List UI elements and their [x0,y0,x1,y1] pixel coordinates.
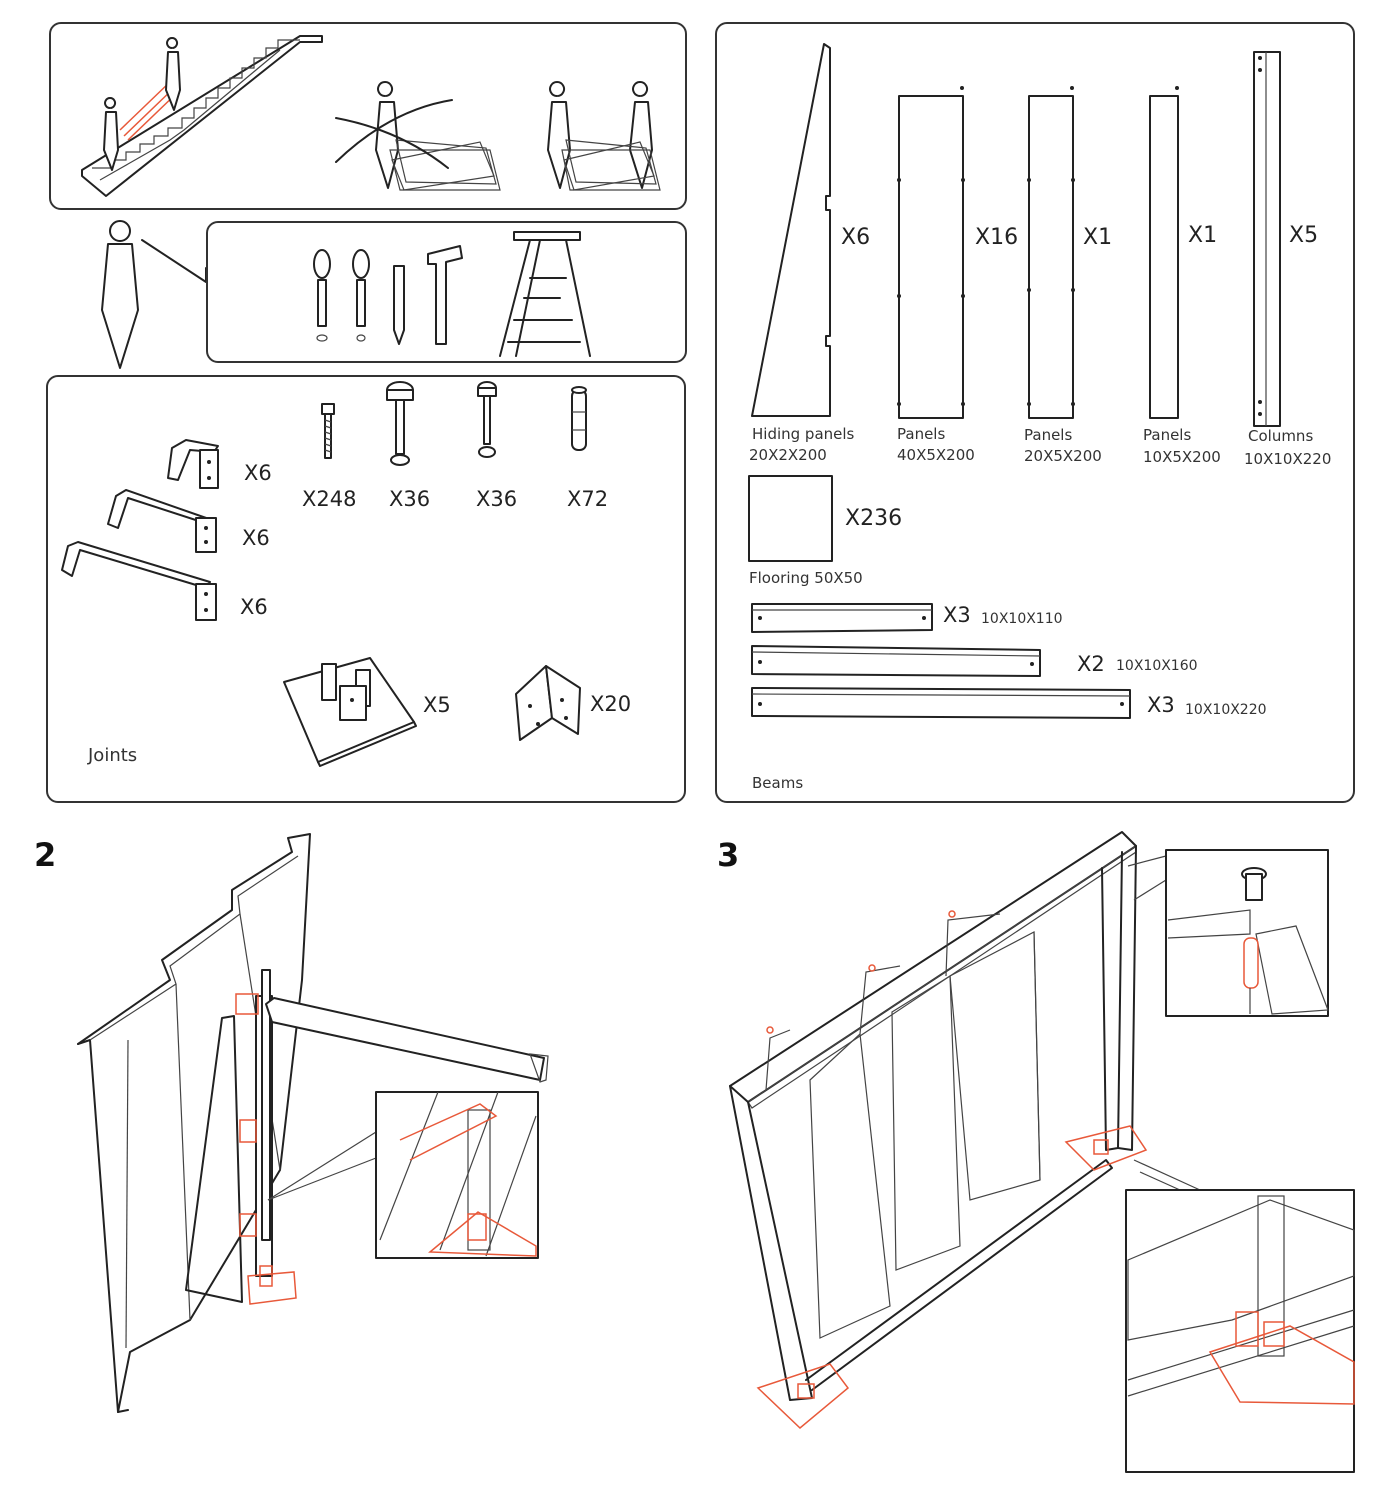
step-2-number: 2 [34,836,57,874]
wrong-carry-illustration [335,81,501,191]
right-carry-illustration [547,81,661,191]
hinge-qty: X72 [567,487,609,511]
joints-title: Joints [88,745,138,766]
beam-160-qty: X2 [1077,652,1105,676]
panels-40-qty: X16 [975,225,1019,250]
base-plate-illustration [283,657,417,767]
panel-10-illustration [1149,86,1179,419]
step-3-number: 3 [717,836,740,874]
columns-qty: X5 [1289,223,1319,248]
panels-20-name: Panels [1024,426,1073,444]
beam-160-size: 10X10X160 [1116,658,1198,674]
beam-220-size: 10X10X220 [1185,702,1267,718]
hinge-illustration [571,386,587,451]
small-pin-illustration [477,381,497,458]
base-plate-qty: X5 [423,693,451,717]
columns-name: Columns [1248,427,1314,445]
panel-tools [206,221,687,363]
bracket-large-qty: X6 [240,595,268,619]
panels-10-name: Panels [1143,426,1192,444]
flooring-tile-illustration [748,475,833,562]
small-pin-qty: X36 [476,487,518,511]
panels-20-qty: X1 [1083,225,1113,250]
bracket-small-qty: X6 [244,461,272,485]
large-pin-illustration [386,381,414,466]
hiding-panels-size: 20X2X200 [749,446,827,464]
flooring-qty: X236 [845,506,903,531]
panels-20-size: 20X5X200 [1024,447,1102,465]
tools-illustration [313,231,591,357]
flooring-label: Flooring 50X50 [749,569,863,587]
panels-40-size: 40X5X200 [897,446,975,464]
step-2-assembly-illustration [77,833,549,1413]
beam-110-size: 10X10X110 [981,611,1063,627]
hiding-panel-illustration [751,43,831,417]
panels-10-qty: X1 [1188,223,1218,248]
panel-40-illustration [897,86,965,419]
staircase-illustration [81,35,323,197]
bracket-medium-qty: X6 [242,526,270,550]
bracket-small [167,439,219,489]
hiding-panels-qty: X6 [841,225,871,250]
panel-carrying-instructions [49,22,687,210]
angle-plate-illustration [515,665,581,741]
beam-160-illustration [751,645,1041,677]
panels-40-name: Panels [897,425,946,443]
large-pin-qty: X36 [389,487,431,511]
panel-joints [46,375,686,803]
person-thinking-illustration [101,220,207,369]
bracket-large [61,541,217,621]
step-3-frame-illustration [729,831,1355,1473]
beam-220-illustration [751,687,1131,719]
panels-10-size: 10X5X200 [1143,448,1221,466]
beam-220-qty: X3 [1147,693,1175,717]
columns-size: 10X10X220 [1244,450,1332,468]
panel-20-illustration [1027,86,1075,419]
hiding-panels-name: Hiding panels [752,425,855,443]
beams-title: Beams [752,774,804,792]
bolt-qty: X248 [302,487,357,511]
angle-plate-qty: X20 [590,692,632,716]
beam-110-qty: X3 [943,603,971,627]
beam-110-illustration [751,603,933,633]
bolt-illustration [321,403,335,459]
panel-parts [715,22,1355,803]
column-illustration [1253,51,1281,427]
bracket-medium [107,489,217,553]
